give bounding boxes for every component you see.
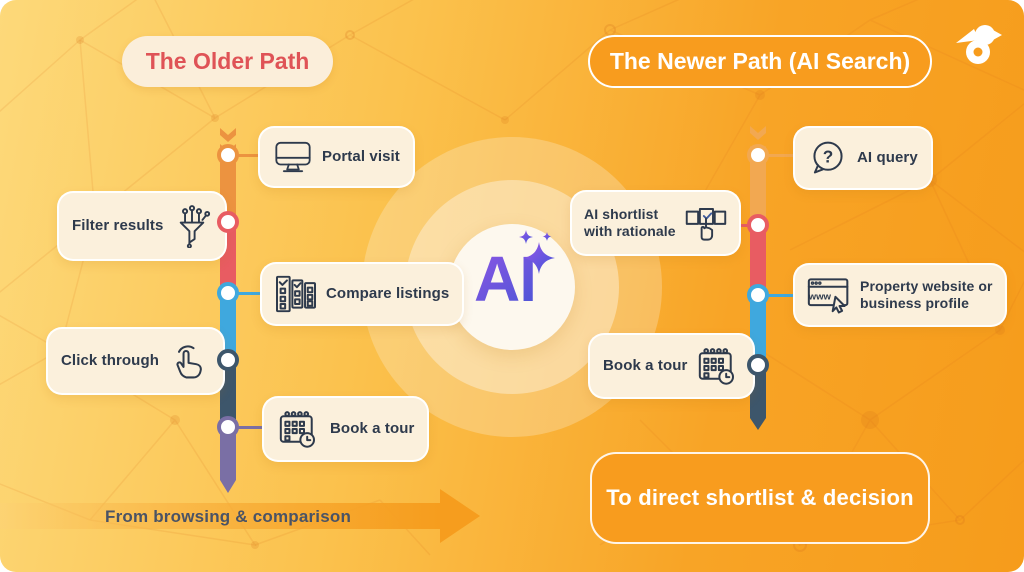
new-path-timeline (750, 126, 766, 430)
browsing-arrow-head (440, 489, 480, 543)
question-glyph: ? (823, 147, 834, 167)
timeline-node (217, 144, 239, 166)
shortlist-check-icon (685, 202, 727, 244)
new-path-footer: To direct shortlist & decision (590, 452, 930, 544)
step-card-book-a-tour-new: Book a tour (588, 333, 756, 399)
timeline-node (217, 282, 239, 304)
timeline-node (747, 214, 769, 236)
hand-click-icon (168, 340, 210, 382)
step-label: Book a tour (330, 419, 415, 437)
connector-line (236, 426, 264, 429)
browser-www-icon: www (807, 275, 851, 315)
old-path-timeline (220, 128, 236, 493)
www-glyph: www (808, 292, 832, 303)
step-label: AI query (857, 148, 918, 166)
connector-line (766, 154, 794, 157)
connector-line (236, 292, 262, 295)
new-path-title: The Newer Path (AI Search) (588, 35, 932, 88)
calendar-clock-icon (277, 409, 321, 449)
timeline-node (217, 349, 239, 371)
connector-line (236, 154, 260, 157)
step-label: Click through (61, 351, 159, 369)
old-path-footer: From browsing & comparison (105, 507, 352, 526)
sparkles-icon (519, 230, 555, 274)
timeline-node (217, 416, 239, 438)
step-label: Property website or business profile (860, 277, 993, 312)
timeline-node (747, 354, 769, 376)
step-label: Compare listings (326, 284, 450, 302)
step-label: Portal visit (322, 147, 400, 165)
step-label: Book a tour (603, 356, 688, 374)
ai-circle (449, 224, 575, 350)
step-card-property-website: www Property website or business profile (793, 263, 1007, 327)
step-card-compare-listings: Compare listings (260, 262, 465, 326)
filter-funnel-icon (172, 204, 212, 248)
timeline-node (747, 144, 769, 166)
step-label: AI shortlist with rationale (584, 205, 676, 240)
step-card-ai-shortlist: AI shortlist with rationale (570, 190, 741, 256)
chat-question-icon: ? (808, 139, 848, 177)
step-card-filter-results: Filter results (57, 191, 228, 261)
timeline-node (747, 284, 769, 306)
calendar-clock-icon (696, 346, 740, 386)
bird-logo (956, 25, 1002, 64)
monitor-icon (273, 139, 313, 175)
step-card-book-a-tour-old: Book a tour (262, 396, 430, 462)
step-label: Filter results (72, 216, 164, 234)
browsing-arrow (0, 503, 440, 529)
step-card-ai-query: ? AI query (793, 126, 933, 190)
timeline-node (217, 211, 239, 233)
compare-boards-icon (275, 275, 317, 313)
step-card-portal-visit: Portal visit (258, 126, 415, 188)
old-path-title: The Older Path (122, 36, 333, 87)
connector-line (766, 294, 794, 297)
step-card-click-through: Click through (46, 327, 225, 395)
